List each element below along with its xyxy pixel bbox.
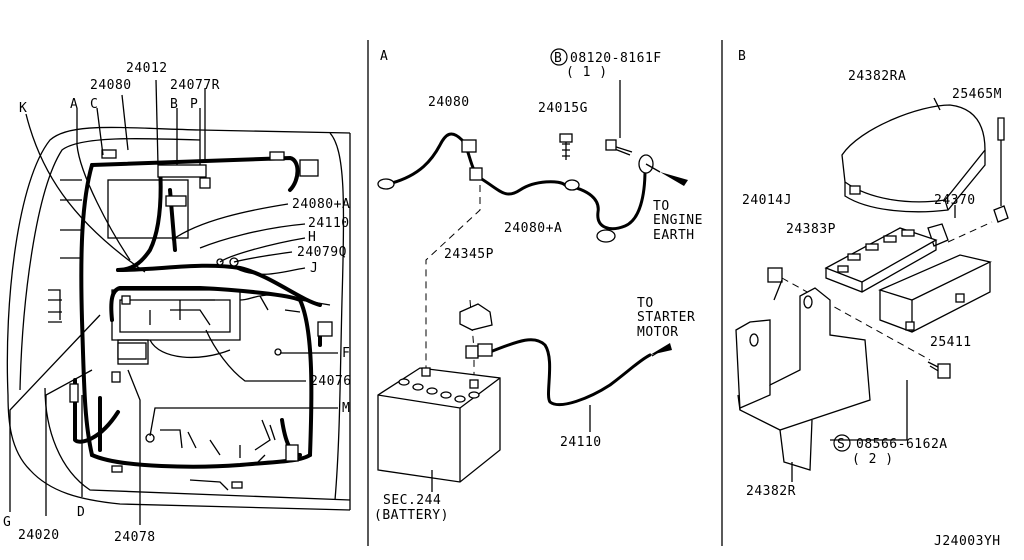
- callout-24012: 24012: [126, 61, 168, 76]
- callout-b-24370: 24370: [934, 193, 976, 208]
- to-starter-motor-line1: TO: [637, 296, 654, 311]
- section-a-label: A: [380, 49, 388, 64]
- callout-b: B: [170, 97, 178, 112]
- to-engine-earth-line1: TO: [653, 199, 670, 214]
- battery-section-ref: SEC.244: [383, 493, 441, 508]
- callout-k: K: [19, 101, 27, 116]
- screw-part-number: 08566-6162A: [856, 437, 948, 452]
- to-engine-earth-line3: EARTH: [653, 228, 695, 243]
- callout-24080: 24080: [90, 78, 132, 93]
- section-b-label: B: [738, 49, 746, 64]
- callout-p: P: [190, 97, 198, 112]
- callout-a: A: [70, 97, 78, 112]
- callout-a-24015g: 24015G: [538, 101, 588, 116]
- bolt-symbol-circle: [550, 48, 568, 66]
- callout-a-24080-a: 24080+A: [504, 221, 562, 236]
- callout-m: M: [342, 401, 350, 416]
- screw-quantity: ( 2 ): [852, 452, 894, 467]
- callout-24078: 24078: [114, 530, 156, 545]
- callout-b-24383p: 24383P: [786, 222, 836, 237]
- section-a-battery-cables: A B 08120-8161F ( 1 ): [374, 48, 703, 523]
- callout-j: J: [310, 261, 318, 276]
- callout-24077r: 24077R: [170, 78, 220, 93]
- bolt-symbol-letter: B: [554, 51, 562, 66]
- battery-label: (BATTERY): [374, 508, 449, 523]
- callout-a-24110: 24110: [560, 435, 602, 450]
- callout-a-24080: 24080: [428, 95, 470, 110]
- callout-24079q: 24079Q: [297, 245, 347, 260]
- callout-f: F: [342, 346, 350, 361]
- callout-24076: 24076: [310, 374, 352, 389]
- diagram-code: J24003YH: [934, 534, 1001, 549]
- battery-illustration: [377, 367, 501, 483]
- to-starter-motor-line3: MOTOR: [637, 325, 679, 340]
- screw-symbol-letter: S: [837, 437, 845, 452]
- screw-symbol-circle: [833, 434, 851, 452]
- callout-b-24382r: 24382R: [746, 484, 796, 499]
- callout-b-24014j: 24014J: [742, 193, 792, 208]
- bolt-part-number: 08120-8161F: [570, 51, 662, 66]
- callout-b-24382ra: 24382RA: [848, 69, 906, 84]
- callout-a-24345p: 24345P: [444, 247, 494, 262]
- to-starter-motor-line2: STARTER: [637, 310, 695, 325]
- to-engine-earth-line2: ENGINE: [653, 213, 703, 228]
- callout-b-25411: 25411: [930, 335, 972, 350]
- engine-bay-harness-view: 24012 24080 24077R K A C B P 24080+A 241…: [3, 61, 352, 545]
- callout-24110: 24110: [308, 216, 350, 231]
- section-b-fuse-box: B: [735, 49, 1009, 499]
- callout-b-25465m: 25465M: [952, 87, 1002, 102]
- callout-24080-a: 24080+A: [292, 197, 350, 212]
- callout-c: C: [90, 97, 98, 112]
- callout-24020: 24020: [18, 528, 60, 543]
- ring-terminal-left: [377, 178, 395, 190]
- bolt-quantity: ( 1 ): [566, 65, 608, 80]
- callout-d: D: [77, 505, 85, 520]
- harness-connectors: [69, 149, 333, 489]
- callout-h: H: [308, 230, 316, 245]
- callout-g: G: [3, 515, 11, 530]
